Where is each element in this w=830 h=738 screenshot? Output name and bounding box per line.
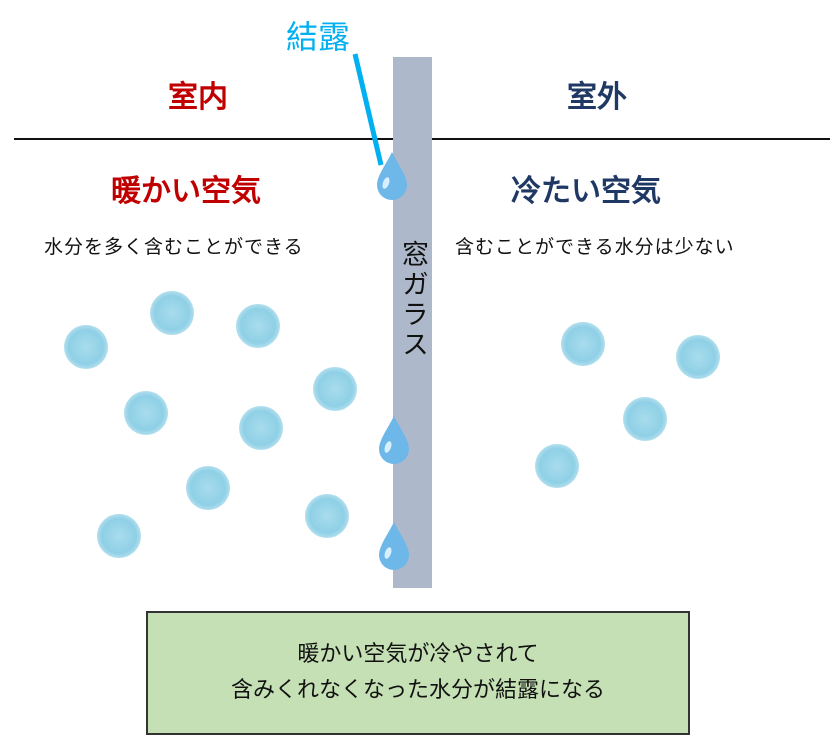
indoor-desc: 水分を多く含むことができる	[44, 236, 304, 258]
vapor-particle	[236, 304, 280, 348]
summary-line-1: 暖かい空気が冷やされて	[297, 642, 539, 667]
condensation-label: 結露	[286, 18, 351, 56]
outdoor-heading: 冷たい空気	[511, 174, 661, 209]
water-drop-icon	[377, 152, 407, 200]
vapor-particle	[676, 335, 720, 379]
vapor-particle	[239, 406, 283, 450]
vapor-particle	[305, 494, 349, 538]
indoor-label: 室内	[168, 80, 228, 115]
summary-line-2: 含みくれなくなった水分が結露になる	[230, 678, 605, 703]
glass-label: 窓ガラス	[397, 240, 428, 360]
outdoor-label: 室外	[567, 80, 627, 115]
outdoor-desc: 含むことができる水分は少ない	[455, 236, 735, 258]
indoor-heading: 暖かい空気	[111, 174, 261, 209]
vapor-particle	[64, 325, 108, 369]
vapor-particle	[313, 367, 357, 411]
water-drop-icon	[379, 522, 409, 570]
summary-box: 暖かい空気が冷やされて 含みくれなくなった水分が結露になる	[146, 611, 690, 735]
vapor-particle	[97, 514, 141, 558]
vapor-particle	[561, 322, 605, 366]
window-glass	[393, 57, 432, 588]
water-drop-icon	[379, 416, 409, 464]
vapor-particle	[124, 391, 168, 435]
condensation-pointer	[352, 53, 384, 166]
vapor-particle	[623, 397, 667, 441]
vapor-particle	[186, 466, 230, 510]
vapor-particle	[150, 291, 194, 335]
vapor-particle	[535, 444, 579, 488]
